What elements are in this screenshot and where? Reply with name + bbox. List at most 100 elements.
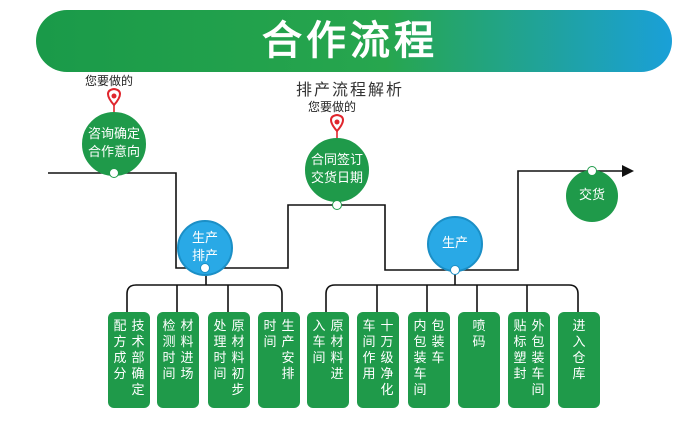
step-char: 料 bbox=[330, 351, 344, 366]
step-char: 用 bbox=[362, 367, 376, 382]
step-text-column: 外包装车间 bbox=[531, 319, 545, 408]
node-contract-label: 合同签订 交货日期 bbox=[310, 153, 363, 186]
step-char: 检 bbox=[162, 319, 176, 334]
step-char: 外 bbox=[531, 319, 545, 334]
prompt-label-2: 您要做的 bbox=[308, 100, 357, 114]
step-char: 车 bbox=[413, 367, 427, 382]
step-box: 配方成分 技术部确定 bbox=[108, 312, 150, 408]
step-char: 料 bbox=[180, 335, 194, 350]
node-delivery-label: 交货 bbox=[578, 188, 605, 203]
step-char: 进 bbox=[330, 367, 344, 382]
step-text-column: 处理时间 bbox=[213, 319, 227, 408]
location-pin-icon bbox=[107, 87, 121, 107]
step-char: 入 bbox=[312, 319, 326, 334]
step-char: 步 bbox=[231, 383, 245, 398]
node-dot bbox=[450, 265, 460, 275]
node-production-label: 生产 bbox=[441, 236, 468, 251]
step-char: 包 bbox=[431, 319, 445, 334]
step-char: 间 bbox=[312, 351, 326, 366]
step-char: 部 bbox=[131, 351, 145, 366]
step-char: 时 bbox=[263, 319, 277, 334]
step-char: 十 bbox=[380, 319, 394, 334]
step-char: 间 bbox=[362, 335, 376, 350]
step-char: 车 bbox=[312, 335, 326, 350]
node-dot bbox=[332, 200, 342, 210]
step-text-column: 内包装车间 bbox=[413, 319, 427, 408]
step-box: 入车间 原材料进 bbox=[307, 312, 349, 408]
step-char: 车 bbox=[362, 319, 376, 334]
step-char: 级 bbox=[380, 351, 394, 366]
step-char: 排 bbox=[281, 367, 295, 382]
step-char: 化 bbox=[380, 383, 394, 398]
step-char: 万 bbox=[380, 335, 394, 350]
step-char: 间 bbox=[213, 367, 227, 382]
step-char: 理 bbox=[213, 335, 227, 350]
step-char: 材 bbox=[231, 335, 245, 350]
page-title: 合作流程 bbox=[262, 18, 438, 64]
step-text-column: 车间作用 bbox=[362, 319, 376, 408]
step-box: 喷码 bbox=[458, 312, 500, 408]
step-char: 进 bbox=[572, 319, 586, 334]
node-delivery: 交货 bbox=[566, 170, 618, 222]
step-char: 材 bbox=[180, 319, 194, 334]
step-text-column: 原材料进 bbox=[330, 319, 344, 408]
step-char: 配 bbox=[113, 319, 127, 334]
step-box: 检测时间 材料进场 bbox=[157, 312, 199, 408]
step-box: 贴标塑封 外包装车间 bbox=[508, 312, 550, 408]
step-char: 标 bbox=[513, 335, 527, 350]
step-char: 分 bbox=[113, 367, 127, 382]
branch-bar-right bbox=[325, 284, 579, 312]
step-char: 时 bbox=[162, 351, 176, 366]
step-char: 入 bbox=[572, 335, 586, 350]
step-text-column: 原材料初步 bbox=[231, 319, 245, 408]
step-char: 术 bbox=[131, 335, 145, 350]
step-char: 间 bbox=[263, 335, 277, 350]
arrow-right-icon bbox=[622, 165, 634, 177]
step-char: 装 bbox=[431, 335, 445, 350]
step-char: 贴 bbox=[513, 319, 527, 334]
page-subtitle: 排产流程解析 bbox=[295, 80, 404, 99]
step-box: 处理时间 原材料初步 bbox=[208, 312, 250, 408]
step-char: 间 bbox=[531, 383, 545, 398]
step-char: 定 bbox=[131, 383, 145, 398]
step-char: 料 bbox=[231, 351, 245, 366]
branch-bar-left bbox=[126, 284, 283, 312]
step-char: 装 bbox=[413, 351, 427, 366]
node-dot bbox=[200, 263, 210, 273]
step-text-column: 进入仓库 bbox=[572, 319, 586, 408]
step-text-column: 贴标塑封 bbox=[513, 319, 527, 408]
step-char: 间 bbox=[413, 383, 427, 398]
step-char: 确 bbox=[131, 367, 145, 382]
location-pin-icon bbox=[330, 113, 344, 133]
step-char: 产 bbox=[281, 335, 295, 350]
step-char: 处 bbox=[213, 319, 227, 334]
node-dot bbox=[587, 166, 597, 176]
node-consult-label: 咨询确定 合作意向 bbox=[87, 127, 140, 160]
node-production: 生产 bbox=[427, 216, 483, 272]
step-text-column: 十万级净化 bbox=[380, 319, 394, 408]
step-char: 作 bbox=[362, 351, 376, 366]
step-char: 仓 bbox=[572, 351, 586, 366]
step-char: 技 bbox=[131, 319, 145, 334]
step-char: 包 bbox=[413, 335, 427, 350]
step-text-column: 检测时间 bbox=[162, 319, 176, 408]
step-char: 生 bbox=[281, 319, 295, 334]
step-char: 成 bbox=[113, 351, 127, 366]
step-text-column: 包装车 bbox=[431, 319, 445, 408]
step-text-column: 配方成分 bbox=[113, 319, 127, 408]
step-char: 车 bbox=[431, 351, 445, 366]
step-box: 内包装车间 包装车 bbox=[408, 312, 450, 408]
step-char: 场 bbox=[180, 367, 194, 382]
step-char: 测 bbox=[162, 335, 176, 350]
step-char: 净 bbox=[380, 367, 394, 382]
step-char: 塑 bbox=[513, 351, 527, 366]
node-schedule-label: 生产 排产 bbox=[191, 231, 218, 264]
step-char: 库 bbox=[572, 367, 586, 382]
step-char: 方 bbox=[113, 335, 127, 350]
node-consult: 咨询确定 合作意向 bbox=[82, 112, 146, 176]
step-box: 车间作用 十万级净化 bbox=[357, 312, 399, 408]
step-char: 间 bbox=[162, 367, 176, 382]
step-char: 装 bbox=[531, 351, 545, 366]
step-text-column: 生产安排 bbox=[281, 319, 295, 408]
